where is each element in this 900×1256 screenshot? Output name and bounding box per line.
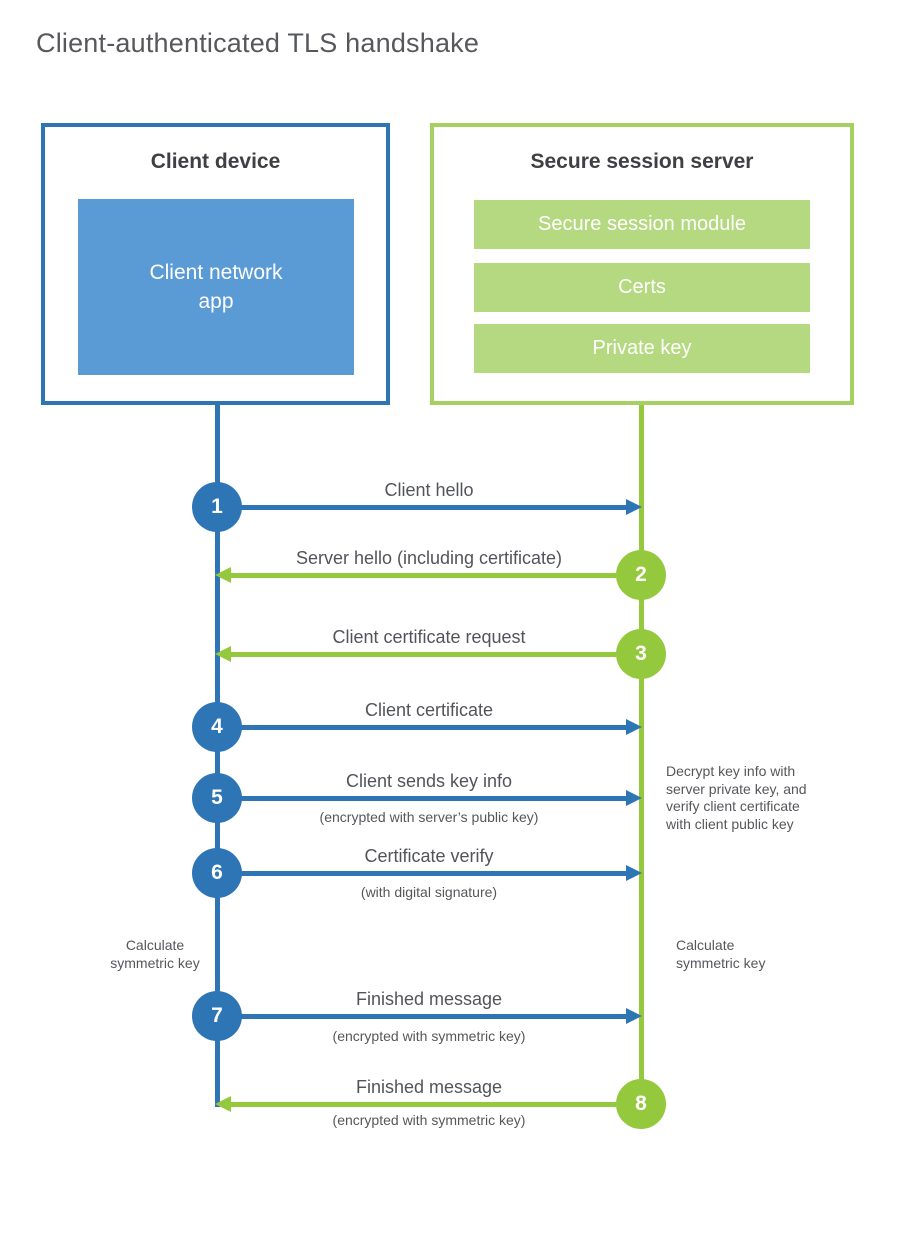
step-5-arrowhead-right-icon — [626, 790, 642, 806]
step-number: 4 — [211, 715, 223, 738]
step-number: 7 — [211, 1004, 223, 1027]
step-4-arrowhead-right-icon — [626, 719, 642, 735]
step-8-arrow-line — [231, 1102, 616, 1107]
step-7-sublabel: (encrypted with symmetric key) — [332, 1028, 526, 1044]
step-3-arrowhead-left-icon — [215, 646, 231, 662]
client-device-box: Client device Client network app — [41, 123, 390, 405]
step-7-arrowhead-right-icon — [626, 1008, 642, 1024]
step-1-arrow-line — [240, 505, 626, 510]
page-title: Client-authenticated TLS handshake — [36, 28, 480, 58]
step-2-arrow-line — [231, 573, 616, 578]
server-module-label: Secure session module — [538, 213, 746, 235]
step-1-label: Client hello — [384, 480, 474, 500]
server-module-private-key: Private key — [474, 324, 810, 373]
server-module-label: Private key — [592, 337, 692, 359]
step-6-sublabel: (with digital signature) — [360, 884, 498, 900]
step-number: 5 — [211, 786, 223, 809]
decrypt-key-info-note: Decrypt key info with server private key… — [666, 763, 807, 832]
server-module-certs: Certs — [474, 263, 810, 312]
calculate-symmetric-key-note-client: Calculate symmetric key — [110, 937, 200, 971]
step-2-label: Server hello (including certificate) — [295, 548, 563, 568]
step-number: 8 — [635, 1092, 647, 1115]
step-7-badge: 7 — [192, 991, 242, 1041]
secure-session-server-box: Secure session server Secure session mod… — [430, 123, 854, 405]
server-module-secure-session-module: Secure session module — [474, 200, 810, 249]
server-box-title: Secure session server — [530, 150, 754, 173]
step-1-arrowhead-right-icon — [626, 499, 642, 515]
step-8-sublabel: (encrypted with symmetric key) — [332, 1112, 526, 1128]
step-4-badge: 4 — [192, 702, 242, 752]
step-8-label: Finished message — [355, 1077, 503, 1097]
server-lifeline — [639, 405, 644, 1104]
step-number: 6 — [211, 861, 223, 884]
client-network-app-label: Client network app — [149, 261, 283, 313]
client-device-title: Client device — [150, 150, 281, 173]
step-number: 1 — [211, 495, 223, 518]
step-7-label: Finished message — [355, 989, 503, 1009]
step-2-badge: 2 — [616, 550, 666, 600]
step-8-arrowhead-left-icon — [215, 1096, 231, 1112]
step-5-label: Client sends key info — [345, 771, 513, 791]
step-6-label: Certificate verify — [364, 846, 494, 866]
step-6-arrow-line — [240, 871, 626, 876]
step-6-badge: 6 — [192, 848, 242, 898]
calculate-symmetric-key-note-server: Calculate symmetric key — [676, 937, 766, 971]
step-2-arrowhead-left-icon — [215, 567, 231, 583]
step-5-sublabel: (encrypted with server’s public key) — [319, 809, 539, 825]
client-network-app-box: Client network app — [78, 199, 354, 375]
step-5-badge: 5 — [192, 773, 242, 823]
step-number: 3 — [635, 642, 647, 665]
step-3-arrow-line — [231, 652, 616, 657]
server-module-label: Certs — [618, 276, 666, 298]
step-6-arrowhead-right-icon — [626, 865, 642, 881]
step-3-badge: 3 — [616, 629, 666, 679]
client-lifeline — [215, 405, 220, 1107]
step-1-badge: 1 — [192, 482, 242, 532]
step-8-badge: 8 — [616, 1079, 666, 1129]
step-3-label: Client certificate request — [332, 627, 526, 647]
step-number: 2 — [635, 563, 647, 586]
step-4-label: Client certificate — [364, 700, 494, 720]
step-5-arrow-line — [240, 796, 626, 801]
step-4-arrow-line — [240, 725, 626, 730]
step-7-arrow-line — [240, 1014, 626, 1019]
